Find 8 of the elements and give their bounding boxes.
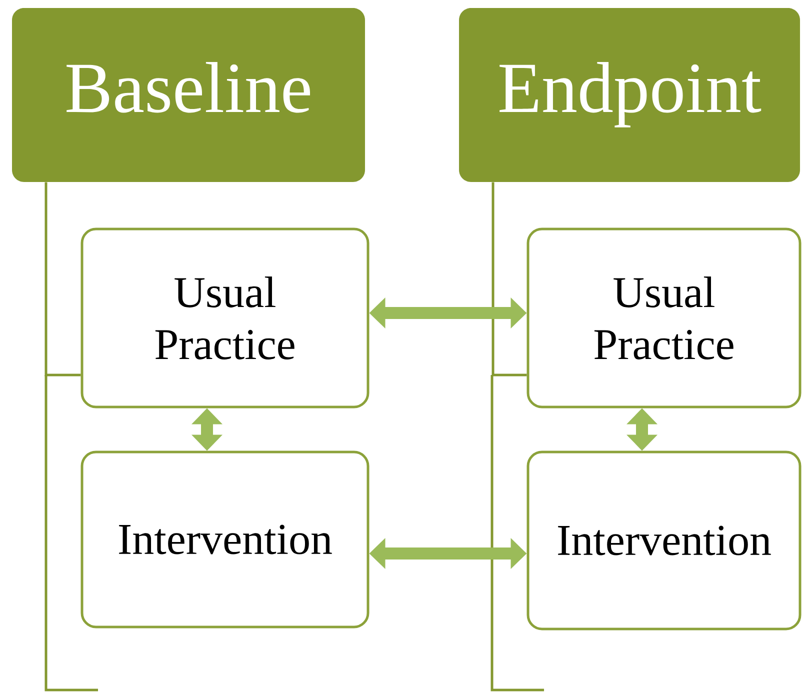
process-box: Usual Practice <box>80 228 370 408</box>
tree-line <box>44 182 81 376</box>
process-box: Intervention <box>526 450 802 630</box>
header-box: Baseline <box>12 8 365 182</box>
tree-line <box>492 182 527 376</box>
process-box: Usual Practice <box>526 228 802 408</box>
header-box: Endpoint <box>459 8 800 182</box>
process-box: Intervention <box>80 450 370 628</box>
